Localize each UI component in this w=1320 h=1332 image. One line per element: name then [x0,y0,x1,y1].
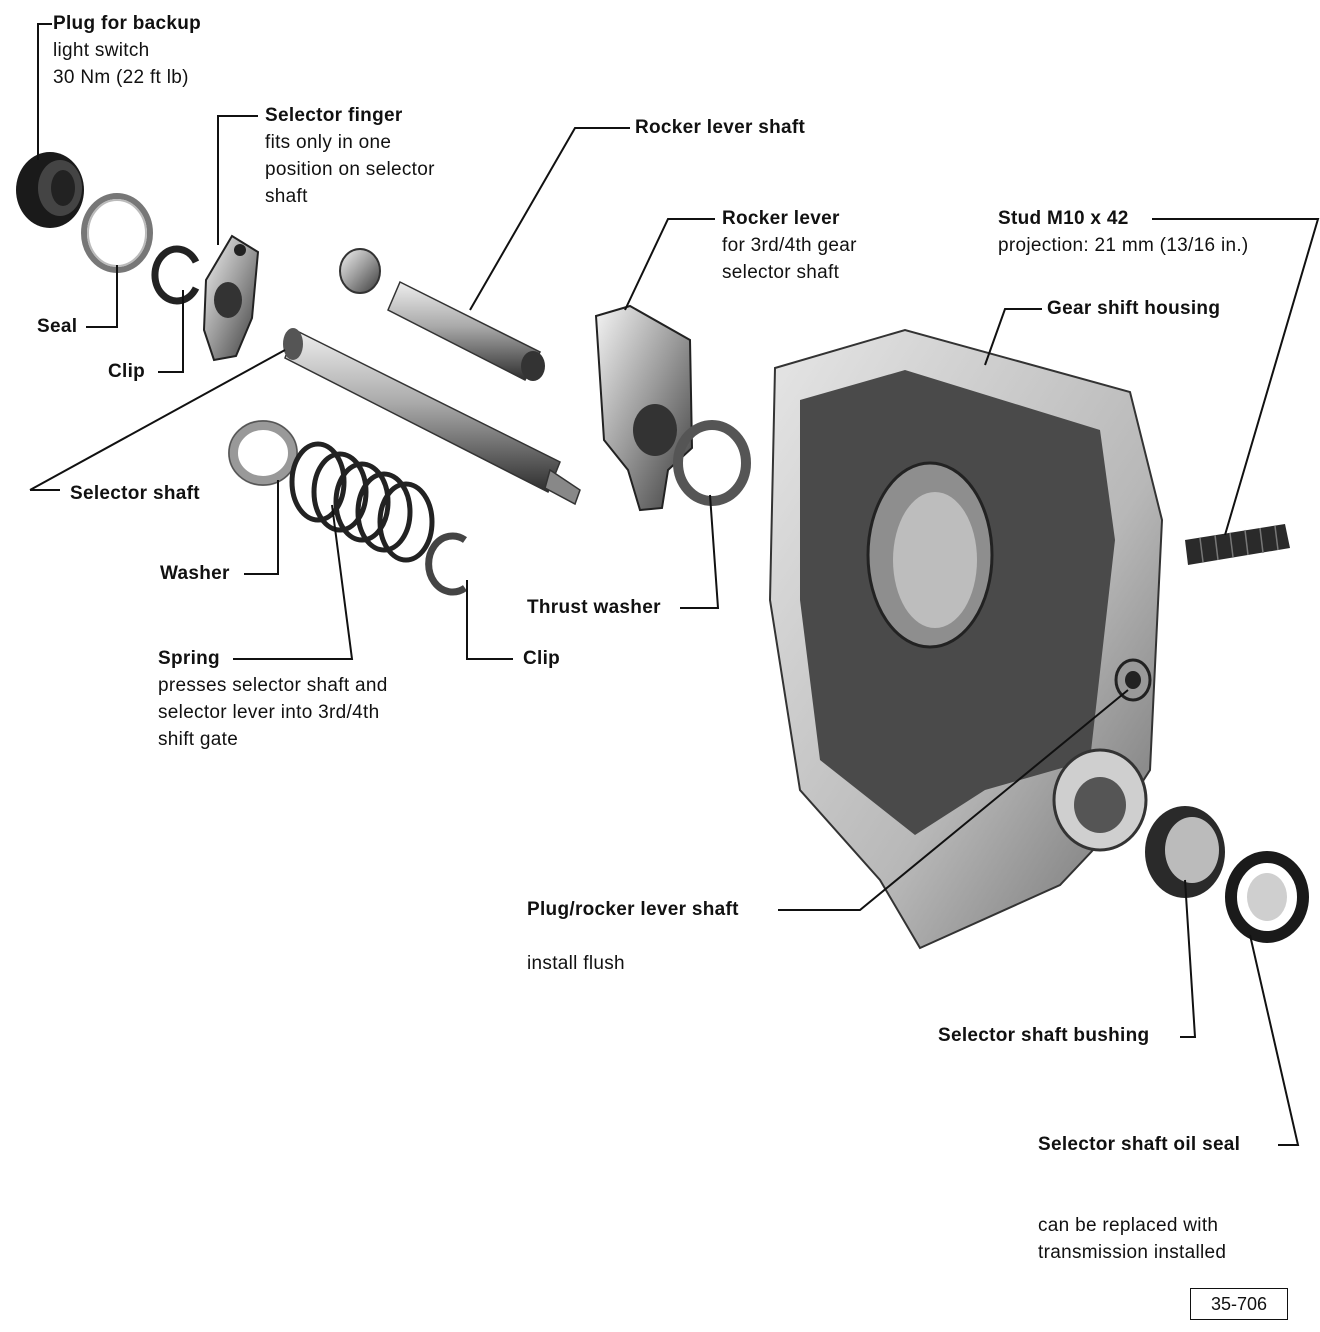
label-plug-rocker-note-text: install flush [527,953,625,974]
label-thrust-washer: Thrust washer [527,594,661,621]
label-clip-top: Clip [108,358,145,385]
label-stud-line1: projection: 21 mm (13/16 in.) [998,235,1249,256]
washer-part [228,420,298,486]
label-rocker-lever-title: Rocker lever [722,208,840,229]
label-selector-shaft-title: Selector shaft [70,483,200,504]
label-plug-backup: Plug for backup light switch 30 Nm (22 f… [53,10,201,91]
label-spring: Spring presses selector shaft and select… [158,645,388,753]
selector-shaft-part [283,328,581,506]
selector-shaft-oil-seal-part [1225,851,1309,943]
label-spring-line3: shift gate [158,729,239,750]
clip-bottom-part [425,532,468,596]
label-oil-seal: Selector shaft oil seal [1038,1131,1240,1158]
seal-part [81,193,153,273]
figure-number: 35-706 [1190,1288,1288,1320]
label-spring-title: Spring [158,648,220,669]
label-plug-rocker-lever-shaft: Plug/rocker lever shaft [527,896,739,923]
label-selector-bushing: Selector shaft bushing [938,1022,1149,1049]
label-selector-finger-line2: position on selector [265,159,435,180]
label-oil-seal-note-text: can be replaced with transmission instal… [1038,1215,1227,1263]
label-spring-line2: selector lever into 3rd/4th [158,702,380,723]
label-clip-bottom-title: Clip [523,648,561,669]
label-clip-bottom: Clip [523,645,560,672]
label-rocker-lever-shaft-title: Rocker lever shaft [635,117,806,138]
selector-shaft-bushing-part [1145,806,1225,898]
label-selector-finger-line3: shaft [265,186,308,207]
backup-light-plug-part [16,152,84,228]
label-plug-backup-title: Plug for backup [53,13,202,34]
label-selector-shaft: Selector shaft [70,480,200,507]
label-selector-finger: Selector finger fits only in one positio… [265,102,435,210]
label-gear-shift-housing-title: Gear shift housing [1047,298,1221,319]
rocker-lever-shaft-part [339,248,545,382]
label-selector-bushing-title: Selector shaft bushing [938,1025,1150,1046]
label-washer: Washer [160,560,230,587]
label-rocker-lever-shaft: Rocker lever shaft [635,114,805,141]
label-plug-rocker-title: Plug/rocker lever shaft [527,899,739,920]
clip-top-part [151,245,200,305]
thrust-washer-part [673,420,751,506]
label-plug-backup-line2: 30 Nm (22 ft lb) [53,67,189,88]
label-plug-rocker-note: install flush [527,950,625,977]
rocker-lever-part [594,304,694,512]
label-thrust-washer-title: Thrust washer [527,597,661,618]
stud-part [1185,524,1290,565]
label-stud: Stud M10 x 42 projection: 21 mm (13/16 i… [998,205,1249,259]
label-oil-seal-title: Selector shaft oil seal [1038,1134,1241,1155]
gear-shift-housing-part [768,328,1164,950]
label-plug-backup-line1: light switch [53,40,150,61]
label-gear-shift-housing: Gear shift housing [1047,295,1220,322]
label-clip-top-title: Clip [108,361,146,382]
selector-finger-part [202,234,260,362]
spring-part [289,441,435,563]
label-stud-title: Stud M10 x 42 [998,208,1129,229]
label-spring-line1: presses selector shaft and [158,675,388,696]
label-oil-seal-note: can be replaced with transmission instal… [1038,1212,1278,1266]
label-selector-finger-title: Selector finger [265,105,403,126]
label-seal: Seal [37,313,77,340]
label-seal-title: Seal [37,316,78,337]
label-rocker-lever-line1: for 3rd/4th gear [722,235,857,256]
label-rocker-lever-line2: selector shaft [722,262,840,283]
label-rocker-lever: Rocker lever for 3rd/4th gear selector s… [722,205,857,286]
leader-lines [29,23,1320,1146]
label-selector-finger-line1: fits only in one [265,132,392,153]
label-washer-title: Washer [160,563,230,584]
